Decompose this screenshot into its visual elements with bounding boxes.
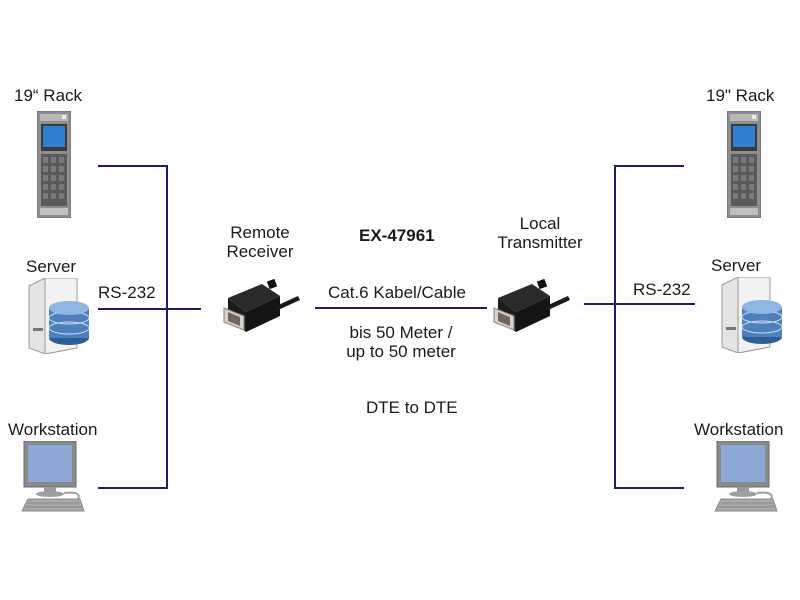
distance-label: bis 50 Meter / up to 50 meter (325, 323, 477, 361)
local-transmitter-db9-adapter-icon (492, 276, 572, 334)
distance-line2: up to 50 meter (346, 342, 456, 361)
left-bus-line (166, 165, 168, 489)
workstation-icon (20, 441, 88, 513)
left-rack-label: 19“ Rack (14, 86, 83, 105)
left-server-connector-line (98, 308, 201, 310)
cable-label: Cat.6 Kabel/Cable (328, 283, 466, 302)
mode-label: DTE to DTE (366, 398, 458, 417)
right-workstation-connector-line (614, 487, 684, 489)
remote-receiver-line1: Remote (230, 223, 290, 242)
left-server-label: Server (26, 257, 77, 276)
cat6-cable-line (315, 307, 487, 309)
left-workstation-connector-line (98, 487, 168, 489)
left-workstation-label: Workstation (8, 420, 98, 439)
remote-receiver-db9-adapter-icon (222, 276, 302, 334)
local-transmitter-label: Local Transmitter (490, 214, 590, 252)
distance-line1: bis 50 Meter / (349, 323, 453, 342)
right-rack-label: 19" Rack (706, 86, 775, 105)
local-transmitter-line1: Local (519, 214, 561, 233)
workstation-icon (713, 441, 781, 513)
right-server-label: Server (711, 256, 762, 275)
left-rack-connector-line (98, 165, 168, 167)
remote-receiver-label: Remote Receiver (215, 223, 305, 261)
server-database-icon (718, 277, 784, 353)
right-server-connector-line (584, 303, 695, 305)
right-bus-line (614, 165, 616, 489)
rack-icon (37, 111, 71, 218)
right-rs232-label: RS-232 (633, 280, 691, 299)
left-rs232-label: RS-232 (98, 283, 156, 302)
product-code: EX-47961 (359, 226, 435, 245)
remote-receiver-line2: Receiver (226, 242, 294, 261)
server-database-icon (25, 278, 91, 354)
rack-icon (727, 111, 761, 218)
right-rack-connector-line (614, 165, 684, 167)
local-transmitter-line2: Transmitter (497, 233, 583, 252)
right-workstation-label: Workstation (694, 420, 784, 439)
